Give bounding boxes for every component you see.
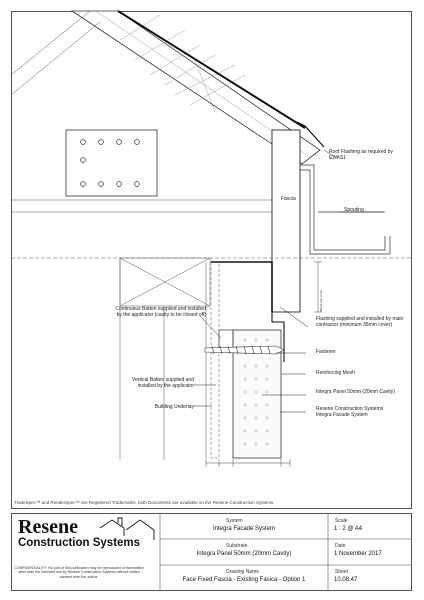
company-logo-subtitle: Construction Systems <box>18 537 141 549</box>
company-logo: Resene <box>18 516 78 538</box>
substrate-value: Integra Panel 50mm (20mm Cavity) <box>196 551 292 557</box>
wall-framing <box>205 261 220 459</box>
date-value: 1 November 2017 <box>334 551 382 557</box>
title-block-grid <box>159 513 412 591</box>
drawing-frame <box>11 11 412 509</box>
drawing-name-label: Drawing Name <box>226 569 260 575</box>
fascia-board <box>271 129 301 313</box>
roof-flashing <box>296 121 325 148</box>
dimension-lines <box>205 459 291 467</box>
note-reinforcing-mesh: Reinforcing Mesh <box>316 370 355 376</box>
sheet-value: 10.08.47 <box>334 577 358 583</box>
scale-label: Scale <box>335 518 348 524</box>
building-underlay <box>211 261 273 312</box>
substrate-label: Substrate <box>226 543 248 549</box>
logo-house-icon <box>99 517 155 540</box>
trademark-notice: TradeSpec™ and RenderSpec™ are Registere… <box>14 500 274 505</box>
nail-plate <box>65 129 158 197</box>
top-plate <box>119 257 211 460</box>
note-dimension: 35mm min cover <box>319 289 323 312</box>
ceiling-framing <box>10 10 272 213</box>
cover-dimension <box>314 261 322 313</box>
note-integra-panel: Integra Panel 50mm (20mm Cavity) <box>316 389 395 395</box>
system-label: System <box>226 518 243 524</box>
fastener <box>204 345 285 355</box>
panel-pattern <box>243 338 269 446</box>
note-flashing-supplied: Flashing supplied and installed by main … <box>316 316 404 328</box>
sheet-label: Sheet <box>335 569 349 575</box>
note-building-underlay: Building Underlay <box>154 404 194 410</box>
drawing-name-value: Face Fixed Fascia - Existing Fasica - Op… <box>182 577 306 583</box>
scale-value: 1 : 2 @ A4 <box>334 526 363 532</box>
title-block <box>11 513 412 591</box>
system-value: Integra Facade System <box>212 526 276 532</box>
date-label: Date <box>335 543 346 549</box>
leader-lines <box>194 149 385 413</box>
note-continuous-batten: Continuous Batten supplied and installed… <box>115 306 206 318</box>
note-fastener: Fastener <box>316 349 336 355</box>
note-vertical-batten: Vertical Batten supplied and installed b… <box>132 377 194 389</box>
roof-cladding-line <box>117 10 306 129</box>
note-resene-system: Resene Construction Systems Integra Faca… <box>316 406 384 418</box>
confidentiality-notice: CONFIDENTIALITY: No part of this publica… <box>14 566 144 579</box>
wall-flashing <box>271 312 285 362</box>
note-fascia: Fascia <box>281 196 296 202</box>
note-spouting: Spouting <box>344 207 364 213</box>
note-roof-flashing: Roof Flashing as required by E2/AS1 <box>329 149 393 161</box>
